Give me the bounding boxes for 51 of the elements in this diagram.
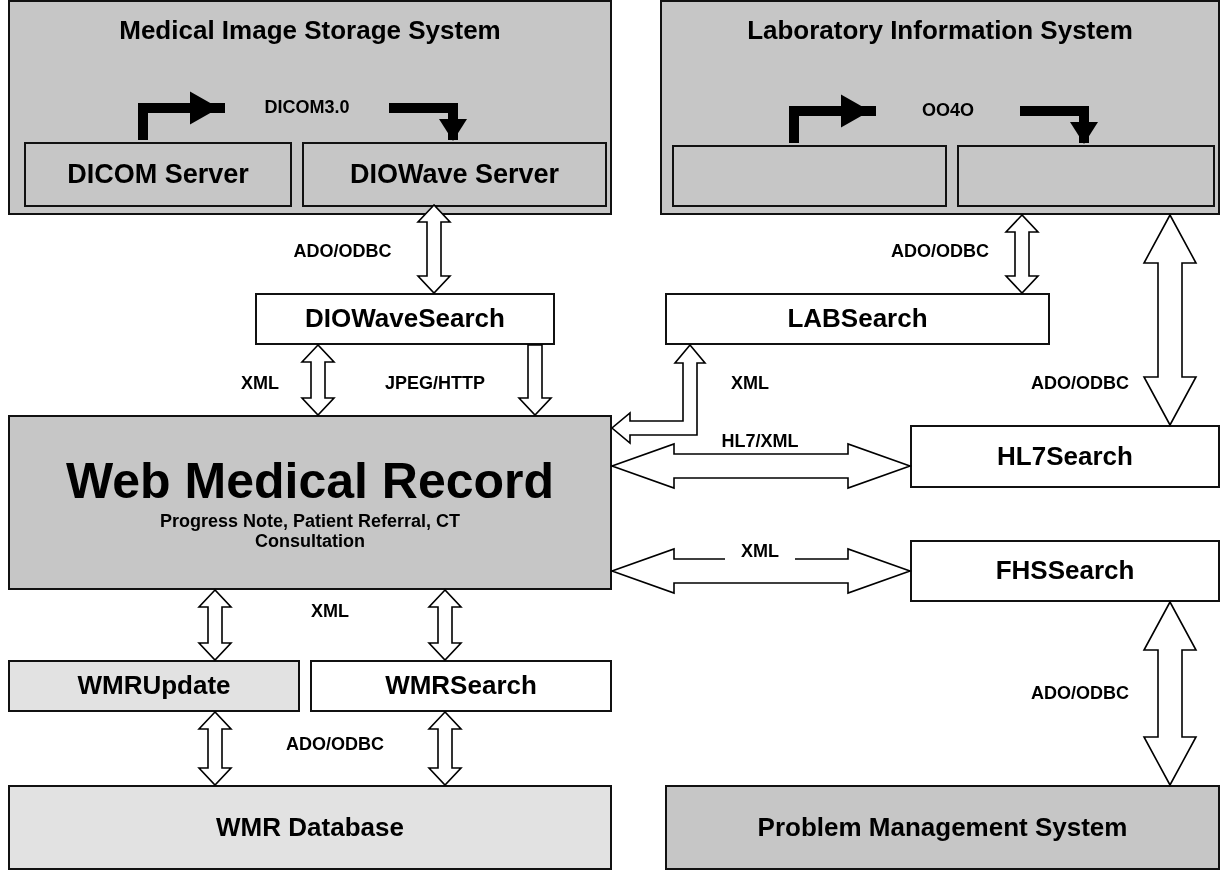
edge-label: XML [730,372,770,394]
server-box [672,145,947,207]
double-arrow [197,710,233,787]
node-title: WMRUpdate [77,671,231,701]
system-box [8,0,612,215]
node-title: Web Medical Record [65,453,555,511]
search-box [665,293,1050,345]
node-title: HL7Search [997,441,1133,472]
database-box [8,785,612,870]
edge-label: ADO/ODBC [292,240,393,262]
node-title: FHSSearch [995,556,1135,586]
double-arrow [427,588,463,662]
edge-label: XML [240,372,280,394]
edge-label: ADO/ODBC [890,240,990,262]
double-arrow [1004,213,1040,295]
double-arrow [416,203,452,295]
server-box [957,145,1215,207]
application-box [8,415,612,590]
double-arrow [300,343,336,417]
search-box [910,425,1220,488]
node-title: DIOWaveSearch [305,304,505,334]
node-title: LABSearch [787,304,928,334]
connector-label: ADO/ODBC [285,733,385,755]
edge-label: ADO/ODBC [1030,682,1130,704]
module-box [8,660,300,712]
double-arrow [197,588,233,662]
system-box [665,785,1220,870]
double-arrow [609,442,913,490]
node-title: WMR Database [216,812,404,843]
edge-label: JPEG/HTTP [384,372,486,394]
node-title: WMRSearch [385,671,537,701]
node-title: Medical Image Storage System [119,16,501,46]
double-arrow [1142,213,1198,427]
system-box [660,0,1220,215]
node-title: Laboratory Information System [747,16,1133,46]
connector-label: XML [310,600,350,622]
double-arrow [609,547,913,595]
subtitle-text: Progress Note, Patient Referral, CT Consultation [158,510,462,552]
arrow [517,344,553,417]
edge-label: ADO/ODBC [1030,372,1130,394]
server-box [24,142,292,207]
node-title: Problem Management System [757,812,1128,843]
double-arrow [610,343,707,445]
server-box [302,142,607,207]
node-title: DICOM Server [67,158,249,190]
search-box [910,540,1220,602]
node-title: DIOWave Server [349,158,560,190]
search-box [255,293,555,345]
double-arrow [427,710,463,787]
search-box [310,660,612,712]
double-arrow [1142,600,1198,787]
